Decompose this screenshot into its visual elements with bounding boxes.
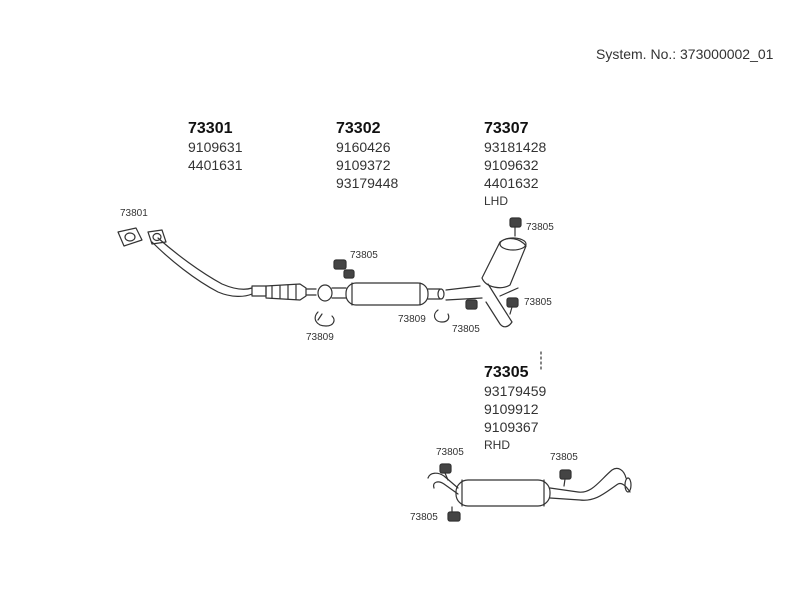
part-number: 9160426 [336, 139, 391, 155]
part-number: 4401631 [188, 157, 243, 173]
hanger-icon [506, 297, 519, 315]
group-number: 73302 [336, 120, 381, 137]
center-muffler [317, 282, 445, 306]
part-group-73301: 73301 9109631 4401631 [188, 120, 243, 174]
group-number: 73301 [188, 120, 233, 137]
hanger-icon [447, 506, 461, 522]
hanger-icon [333, 259, 355, 279]
part-number: 93179448 [336, 175, 399, 191]
callout-73805: 73805 [350, 250, 378, 261]
group-number: 73307 [484, 120, 529, 137]
callout-73809: 73809 [306, 332, 334, 343]
part-number: 9109372 [336, 157, 391, 173]
part-number: 4401632 [484, 175, 539, 191]
hanger-icon [509, 217, 522, 237]
callout-73805: 73805 [452, 324, 480, 335]
front-pipe [151, 237, 317, 301]
part-number: 9109631 [188, 139, 243, 155]
part-number: 9109632 [484, 157, 539, 173]
callout-73801: 73801 [120, 208, 148, 219]
part-number: 9109912 [484, 401, 539, 417]
system-number: System. No.: 373000002_01 [596, 46, 774, 62]
rear-muffler-rhd [427, 467, 632, 507]
drive-side-note: RHD [484, 438, 510, 452]
callout-73805: 73805 [526, 222, 554, 233]
part-group-73305: 73305 93179459 9109912 9109367 RHD [484, 364, 546, 454]
part-number: 93179459 [484, 383, 547, 399]
hanger-icon [559, 469, 572, 487]
drive-side-note: LHD [484, 194, 509, 208]
callout-73805: 73805 [436, 447, 464, 458]
flange-gasket-icon [117, 227, 167, 247]
callout-73805: 73805 [550, 452, 578, 463]
hanger-icon [465, 299, 478, 310]
callout-73805: 73805 [524, 297, 552, 308]
rear-muffler-lhd [445, 237, 527, 328]
callout-73805: 73805 [410, 512, 438, 523]
callout-73809: 73809 [398, 314, 426, 325]
clamp-icon [433, 309, 450, 323]
clamp-icon [314, 311, 335, 327]
part-number: 9109367 [484, 419, 539, 435]
part-number: 93181428 [484, 139, 547, 155]
group-number: 73305 [484, 364, 529, 381]
part-group-73302: 73302 9160426 9109372 93179448 [336, 120, 398, 192]
part-group-73307: 73307 93181428 9109632 4401632 LHD [484, 120, 546, 210]
hanger-icon [439, 463, 452, 481]
